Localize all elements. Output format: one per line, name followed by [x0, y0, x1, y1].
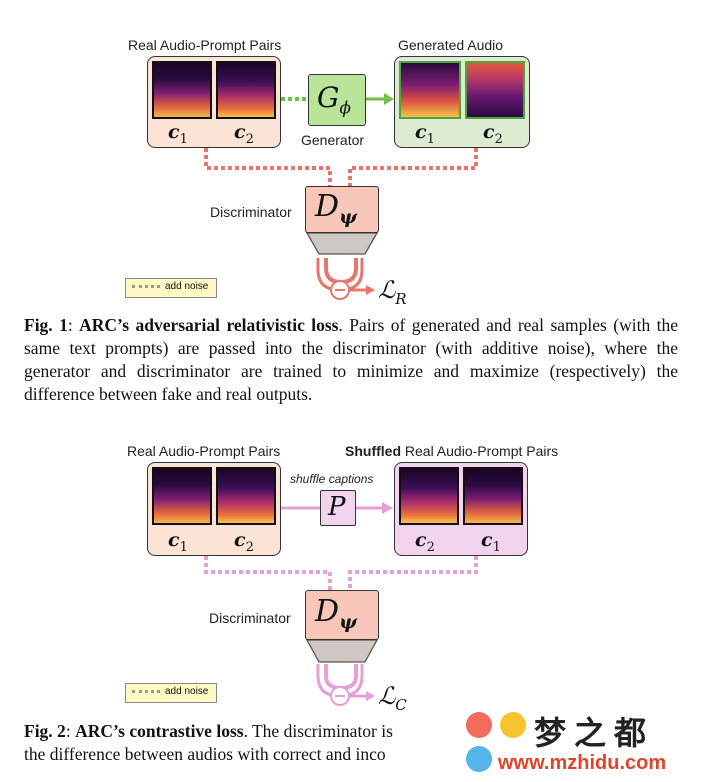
fig2-perm-box: P	[320, 490, 356, 526]
fig1-noise-label: add noise	[165, 281, 209, 292]
fig2-caption-line2: the difference between audios with corre…	[24, 744, 386, 764]
fig1-real-c1: c1	[168, 121, 188, 147]
fig1-caption-title: ARC’s adversarial relativistic loss	[79, 315, 339, 335]
fig1-real-pairs-label: Real Audio-Prompt Pairs	[128, 37, 282, 53]
fig2-shuffled-spectrogram-2	[463, 467, 523, 525]
fig1-generated-spectrogram-2	[465, 61, 525, 119]
fig2-discriminator-label: Discriminator	[209, 610, 291, 626]
fig1-generated-spectrogram-1	[399, 61, 461, 119]
fig2-shuffled-c1: c2	[415, 529, 435, 555]
fig1-real-to-disc-line	[204, 148, 332, 186]
fig2-real-c2: c2	[234, 529, 254, 555]
fig1-generated-label: Generated Audio	[398, 37, 504, 53]
fig1-real-c2: c2	[234, 121, 254, 147]
fig1-generator-box: Gϕ	[308, 74, 366, 126]
fig2-disc-symbol: Dψ	[315, 594, 357, 633]
fig2-shuffled-to-disc-line	[348, 556, 478, 590]
watermark-red-face-icon	[466, 712, 492, 738]
fig2-perm-symbol: P	[328, 492, 346, 522]
fig2-noise-legend: add noise	[125, 683, 217, 703]
fig2-caption-line1: . The discriminator is	[243, 721, 393, 741]
fig1-gen-arrowhead	[384, 93, 394, 105]
fig2-shuffled-spectrogram-1	[399, 467, 459, 525]
fig2-real-spectrogram-2	[216, 467, 276, 525]
fig1-generated-box: c1 c2	[394, 56, 530, 148]
fig1-caption: Fig. 1: ARC’s adversarial relativistic l…	[24, 315, 678, 404]
fig2-caption-title: ARC’s contrastive loss	[75, 721, 244, 741]
fig1-noise-dash	[132, 284, 160, 288]
fig1-connectors	[204, 93, 478, 300]
watermark-blue-face-icon	[466, 746, 492, 772]
fig1-noise-legend: add noise	[125, 278, 217, 298]
fig1-caption-text: . Pairs of generated and real samples (w…	[24, 315, 678, 404]
fig1-disc-symbol: Dψ	[315, 189, 357, 228]
watermark-yellow-face-icon	[500, 712, 526, 738]
fig1-gen-c2: c2	[483, 121, 503, 147]
fig1-disc-funnel	[305, 232, 379, 255]
watermark-cn-text: 梦之都	[534, 714, 655, 752]
fig2-loss-loop	[324, 664, 358, 691]
fig2-shuffled-c2: c1	[481, 529, 501, 555]
fig1-generator-label: Generator	[301, 132, 365, 148]
fig2-real-c1: c1	[168, 529, 188, 555]
fig1-gen-c1: c1	[415, 121, 435, 147]
fig2-real-pairs-box: c1 c2	[147, 462, 281, 556]
fig1-disc-box: Dψ	[305, 186, 379, 233]
fig1-real-pairs-box: c1 c2	[147, 56, 281, 148]
fig2-disc-box: Dψ	[305, 590, 379, 640]
fig1-loss-symbol: ℒR	[378, 276, 407, 308]
fig2-perm-arrowhead	[382, 502, 393, 514]
fig2-loss-symbol: ℒC	[378, 682, 407, 714]
fig2-caption-prefix: Fig. 2	[24, 721, 66, 741]
fig2-real-spectrogram-1	[152, 467, 212, 525]
fig2-real-to-disc-line	[204, 556, 332, 590]
fig2-shuffled-label: Shuffled Real Audio-Prompt Pairs	[345, 443, 559, 459]
fig2-real-pairs-label: Real Audio-Prompt Pairs	[127, 443, 281, 459]
fig2-shuffle-label: shuffle captions	[290, 472, 374, 486]
fig1-real-spectrogram-2	[216, 61, 276, 119]
fig1-discriminator-label: Discriminator	[210, 204, 292, 220]
fig1-gen-to-disc-line	[348, 148, 478, 186]
fig1-generator-symbol: Gϕ	[317, 81, 351, 119]
fig2-noise-label: add noise	[165, 686, 209, 697]
fig2-disc-funnel	[305, 639, 379, 663]
fig2-noise-dash	[132, 689, 160, 693]
fig2-shuffled-box: c2 c1	[394, 462, 528, 556]
fig1-real-spectrogram-1	[152, 61, 212, 119]
fig2-caption: Fig. 2: ARC’s contrastive loss. The disc…	[24, 721, 393, 764]
watermark-url: www.mzhidu.com	[498, 752, 667, 774]
fig1-caption-prefix: Fig. 1	[24, 315, 68, 335]
